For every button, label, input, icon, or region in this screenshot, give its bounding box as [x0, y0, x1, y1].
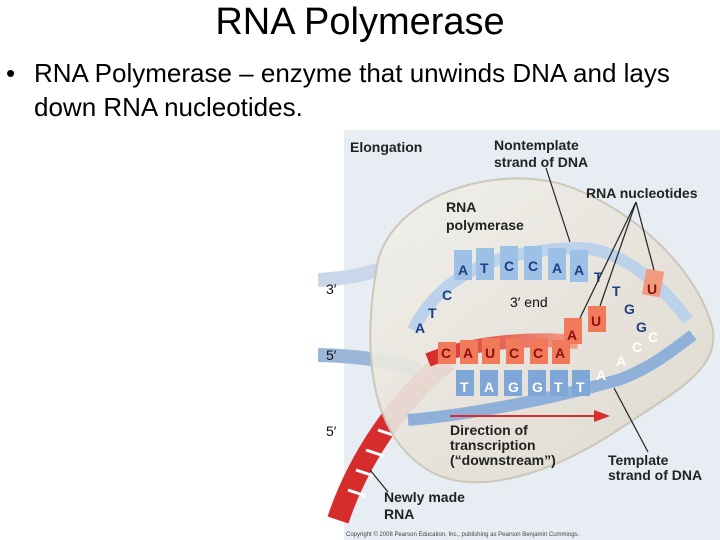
right-top-bases: T T G G — [594, 269, 647, 335]
free-rna-nucleotides: U U A — [564, 268, 665, 344]
right-bottom-bases: A A C C — [596, 329, 658, 383]
three-prime-end-label: 3′ end — [510, 294, 548, 310]
rna-base-3: U — [485, 345, 495, 361]
left-bases: A T C — [415, 287, 452, 336]
panel-label: Elongation — [350, 139, 422, 155]
rna-polymerase-diagram: A T C C A A A T C C A U C C A T A G G — [318, 130, 720, 540]
left-base-3: C — [442, 287, 452, 303]
right-bottom-base-4: C — [648, 329, 658, 345]
right-bottom-base-2: A — [616, 353, 626, 369]
free-nucleotide-1: U — [647, 281, 657, 297]
nontemplate-base-1: A — [458, 262, 468, 278]
direction-label-2: transcription — [450, 437, 536, 453]
nontemplate-label-1: Nontemplate — [494, 137, 579, 153]
copyright-notice: Copyright © 2008 Pearson Education, Inc.… — [346, 531, 580, 538]
nontemplate-label-2: strand of DNA — [494, 154, 588, 170]
rna-base-5: C — [533, 345, 543, 361]
template-label-1: Template — [608, 452, 669, 468]
bullet-point: • RNA Polymerase – enzyme that unwinds D… — [6, 56, 706, 124]
rna-bases: C A U C C A — [438, 338, 570, 364]
template-base-5: T — [554, 379, 563, 395]
template-base-2: A — [484, 379, 494, 395]
rna-base-2: A — [463, 345, 473, 361]
nontemplate-bases: A T C C A A — [454, 246, 588, 282]
template-bases: T A G G T T — [456, 370, 590, 396]
nontemplate-base-2: T — [480, 260, 489, 276]
newly-rna-leader — [369, 469, 389, 493]
nucleotides-leader-2 — [599, 201, 637, 307]
nontemplate-base-4: C — [528, 258, 538, 274]
rna-polymerase-label-2: polymerase — [446, 217, 524, 233]
template-base-6: T — [576, 379, 585, 395]
newly-made-rna-label-1: Newly made — [384, 489, 465, 505]
direction-label-3: (“downstream”) — [450, 452, 556, 468]
right-bottom-base-3: C — [632, 339, 642, 355]
rna-base-6: A — [555, 345, 565, 361]
strand-3prime-label: 3′ — [326, 281, 337, 297]
direction-arrowhead — [594, 410, 610, 422]
right-top-base-2: T — [612, 283, 621, 299]
rna-strand-exit-hatch — [347, 428, 397, 498]
rna-polymerase-label-1: RNA — [446, 199, 476, 215]
slide-title: RNA Polymerase — [215, 1, 505, 43]
left-base-1: A — [415, 320, 425, 336]
bullet-text: RNA Polymerase – enzyme that unwinds DNA… — [34, 58, 670, 122]
template-base-3: G — [508, 379, 519, 395]
template-leader — [613, 387, 649, 453]
rna-nucleotides-label: RNA nucleotides — [586, 185, 698, 201]
right-top-base-4: G — [636, 319, 647, 335]
nontemplate-base-3: C — [504, 258, 514, 274]
right-top-base-1: T — [594, 269, 603, 285]
rna-base-1: C — [441, 345, 451, 361]
strand-5prime-label-top: 5′ — [326, 347, 337, 363]
nontemplate-base-6: A — [574, 262, 584, 278]
right-bottom-base-1: A — [596, 367, 606, 383]
newly-made-rna-label-2: RNA — [384, 506, 414, 522]
nucleotides-leader-1 — [579, 201, 637, 319]
left-base-2: T — [428, 305, 437, 321]
nontemplate-base-5: A — [552, 260, 562, 276]
direction-label-1: Direction of — [450, 422, 528, 438]
template-base-1: T — [460, 379, 469, 395]
template-backbone — [407, 330, 697, 426]
nucleotides-leader-3 — [635, 201, 655, 271]
template-label-2: strand of DNA — [608, 467, 702, 483]
bullet-dot: • — [6, 58, 16, 88]
rna-base-4: C — [509, 345, 519, 361]
free-nucleotide-3: A — [567, 327, 577, 343]
nontemplate-leader — [545, 167, 571, 243]
template-base-4: G — [532, 379, 543, 395]
right-top-base-3: G — [624, 301, 635, 317]
strand-5prime-label-bottom: 5′ — [326, 423, 337, 439]
free-nucleotide-2: U — [591, 313, 601, 329]
